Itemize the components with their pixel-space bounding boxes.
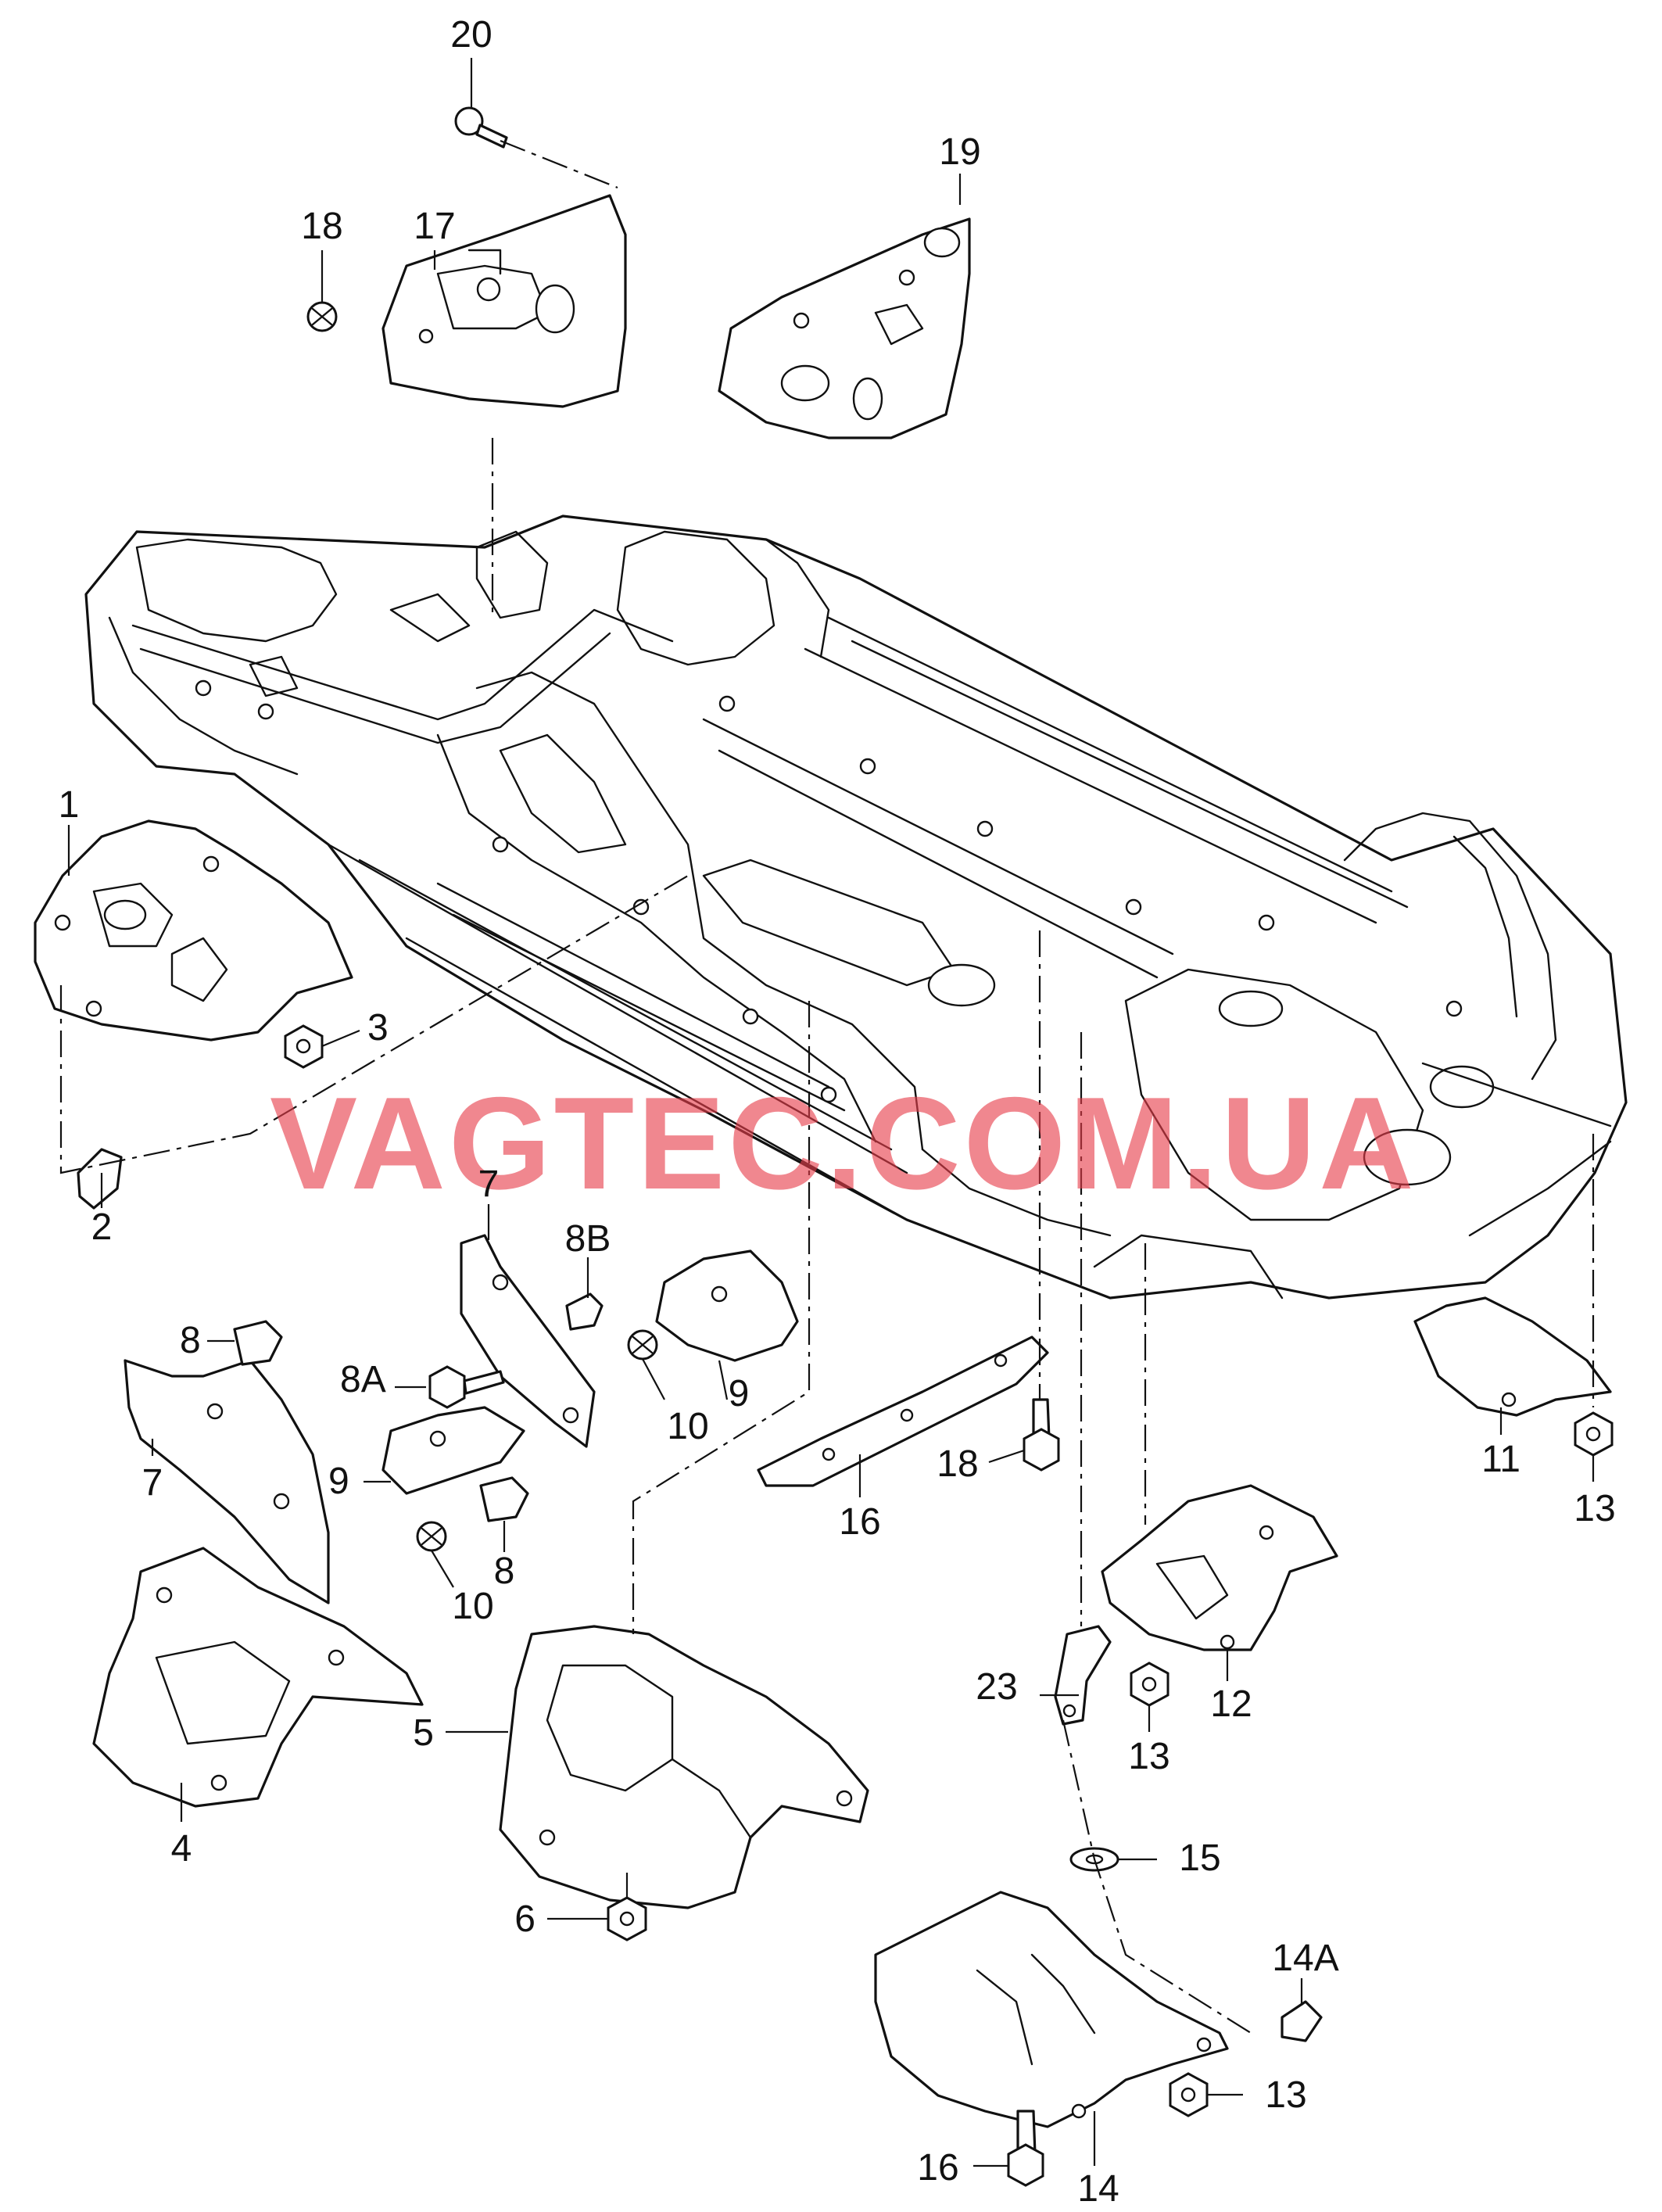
part-12-heat-shield: [1101, 1484, 1338, 1651]
part-4-heat-shield: [92, 1547, 424, 1808]
part-7-heat-shield-b: [460, 1234, 596, 1448]
part-7-heat-shield-a: [124, 1359, 330, 1604]
callout-21: 19: [939, 131, 980, 173]
callout-7-upper: 7: [478, 1163, 500, 1205]
part-1-heat-shield: [34, 819, 353, 1041]
part-2-clip: [77, 1148, 123, 1210]
callout-15: 15: [1179, 1837, 1220, 1879]
watermark: VAGTEC.COM.UA: [270, 1070, 1417, 1217]
part-15-washer: [1069, 1847, 1119, 1872]
part-21-heat-shield: [718, 217, 971, 439]
callout-17: 16: [839, 1501, 880, 1543]
part-19-heat-shield: [381, 194, 627, 408]
callout-7-lower: 7: [142, 1462, 163, 1504]
part-13-nut-middle: [1130, 1662, 1169, 1707]
part-17-bracket: [757, 1335, 1049, 1487]
callout-14A: 14A: [1272, 1938, 1338, 1979]
part-23-bracket: [1054, 1625, 1112, 1726]
part-3-nut: [284, 1024, 324, 1069]
callout-8-left: 8: [180, 1320, 201, 1361]
callout-10-right: 10: [667, 1406, 708, 1447]
callout-8B: 8B: [565, 1218, 611, 1260]
callout-10-left: 10: [452, 1586, 493, 1627]
assembly-lines: [59, 139, 1595, 2034]
vehicle-underbody: [84, 514, 1628, 1300]
callout-9-left: 9: [328, 1461, 349, 1502]
callout-5: 5: [413, 1712, 434, 1754]
part-5-heat-shield: [499, 1625, 869, 1909]
callout-14: 14: [1077, 2168, 1119, 2210]
part-18-bolt: [1023, 1398, 1060, 1472]
callout-22: 20: [450, 14, 492, 56]
callout-1: 1: [59, 784, 80, 826]
callout-13-bottom: 13: [1265, 2074, 1306, 2116]
callout-4: 4: [171, 1828, 192, 1870]
callout-2: 2: [91, 1206, 113, 1248]
part-10-clip-a: [416, 1521, 447, 1552]
part-20-clip: [306, 301, 338, 332]
callout-16: 16: [917, 2147, 958, 2189]
part-16-bolt: [1007, 2110, 1044, 2187]
callout-20: 18: [301, 206, 342, 247]
callout-13-right: 13: [1574, 1488, 1615, 1529]
callout-8A: 8A: [340, 1359, 386, 1400]
part-8-clip-a: [233, 1320, 283, 1366]
part-13-nut-right: [1574, 1411, 1614, 1457]
part-14-heat-shield: [874, 1891, 1229, 2128]
callout-labels: 20 18 17 19 1 3 2 7 8B 8 8A 7 8 9 10 10 …: [59, 14, 1616, 2210]
part-11-heat-shield: [1413, 1296, 1612, 1417]
part-6-nut: [607, 1896, 647, 1941]
part-22-bolt: [454, 106, 508, 149]
callout-8-middle: 8: [494, 1551, 515, 1592]
part-9-heat-shield-a: [381, 1406, 525, 1495]
callout-19: 17: [414, 206, 455, 247]
part-10-clip-b: [627, 1329, 658, 1361]
leader-lines: [67, 58, 1595, 2167]
callout-12: 12: [1210, 1683, 1252, 1725]
callout-11: 11: [1481, 1439, 1521, 1480]
part-8-clip-b: [479, 1476, 529, 1522]
part-13-nut-bottom: [1169, 2072, 1209, 2117]
callout-9-right: 9: [729, 1373, 750, 1414]
callout-3: 3: [367, 1007, 389, 1049]
part-8B-clip: [565, 1292, 604, 1331]
callout-23: 23: [976, 1666, 1017, 1708]
callout-13-middle: 13: [1128, 1736, 1169, 1777]
callout-6: 6: [514, 1898, 535, 1940]
part-14A-clip: [1281, 2000, 1323, 2042]
part-8A-bolt: [428, 1365, 505, 1409]
part-9-heat-shield-b: [655, 1249, 799, 1362]
callout-18: 18: [937, 1443, 978, 1485]
